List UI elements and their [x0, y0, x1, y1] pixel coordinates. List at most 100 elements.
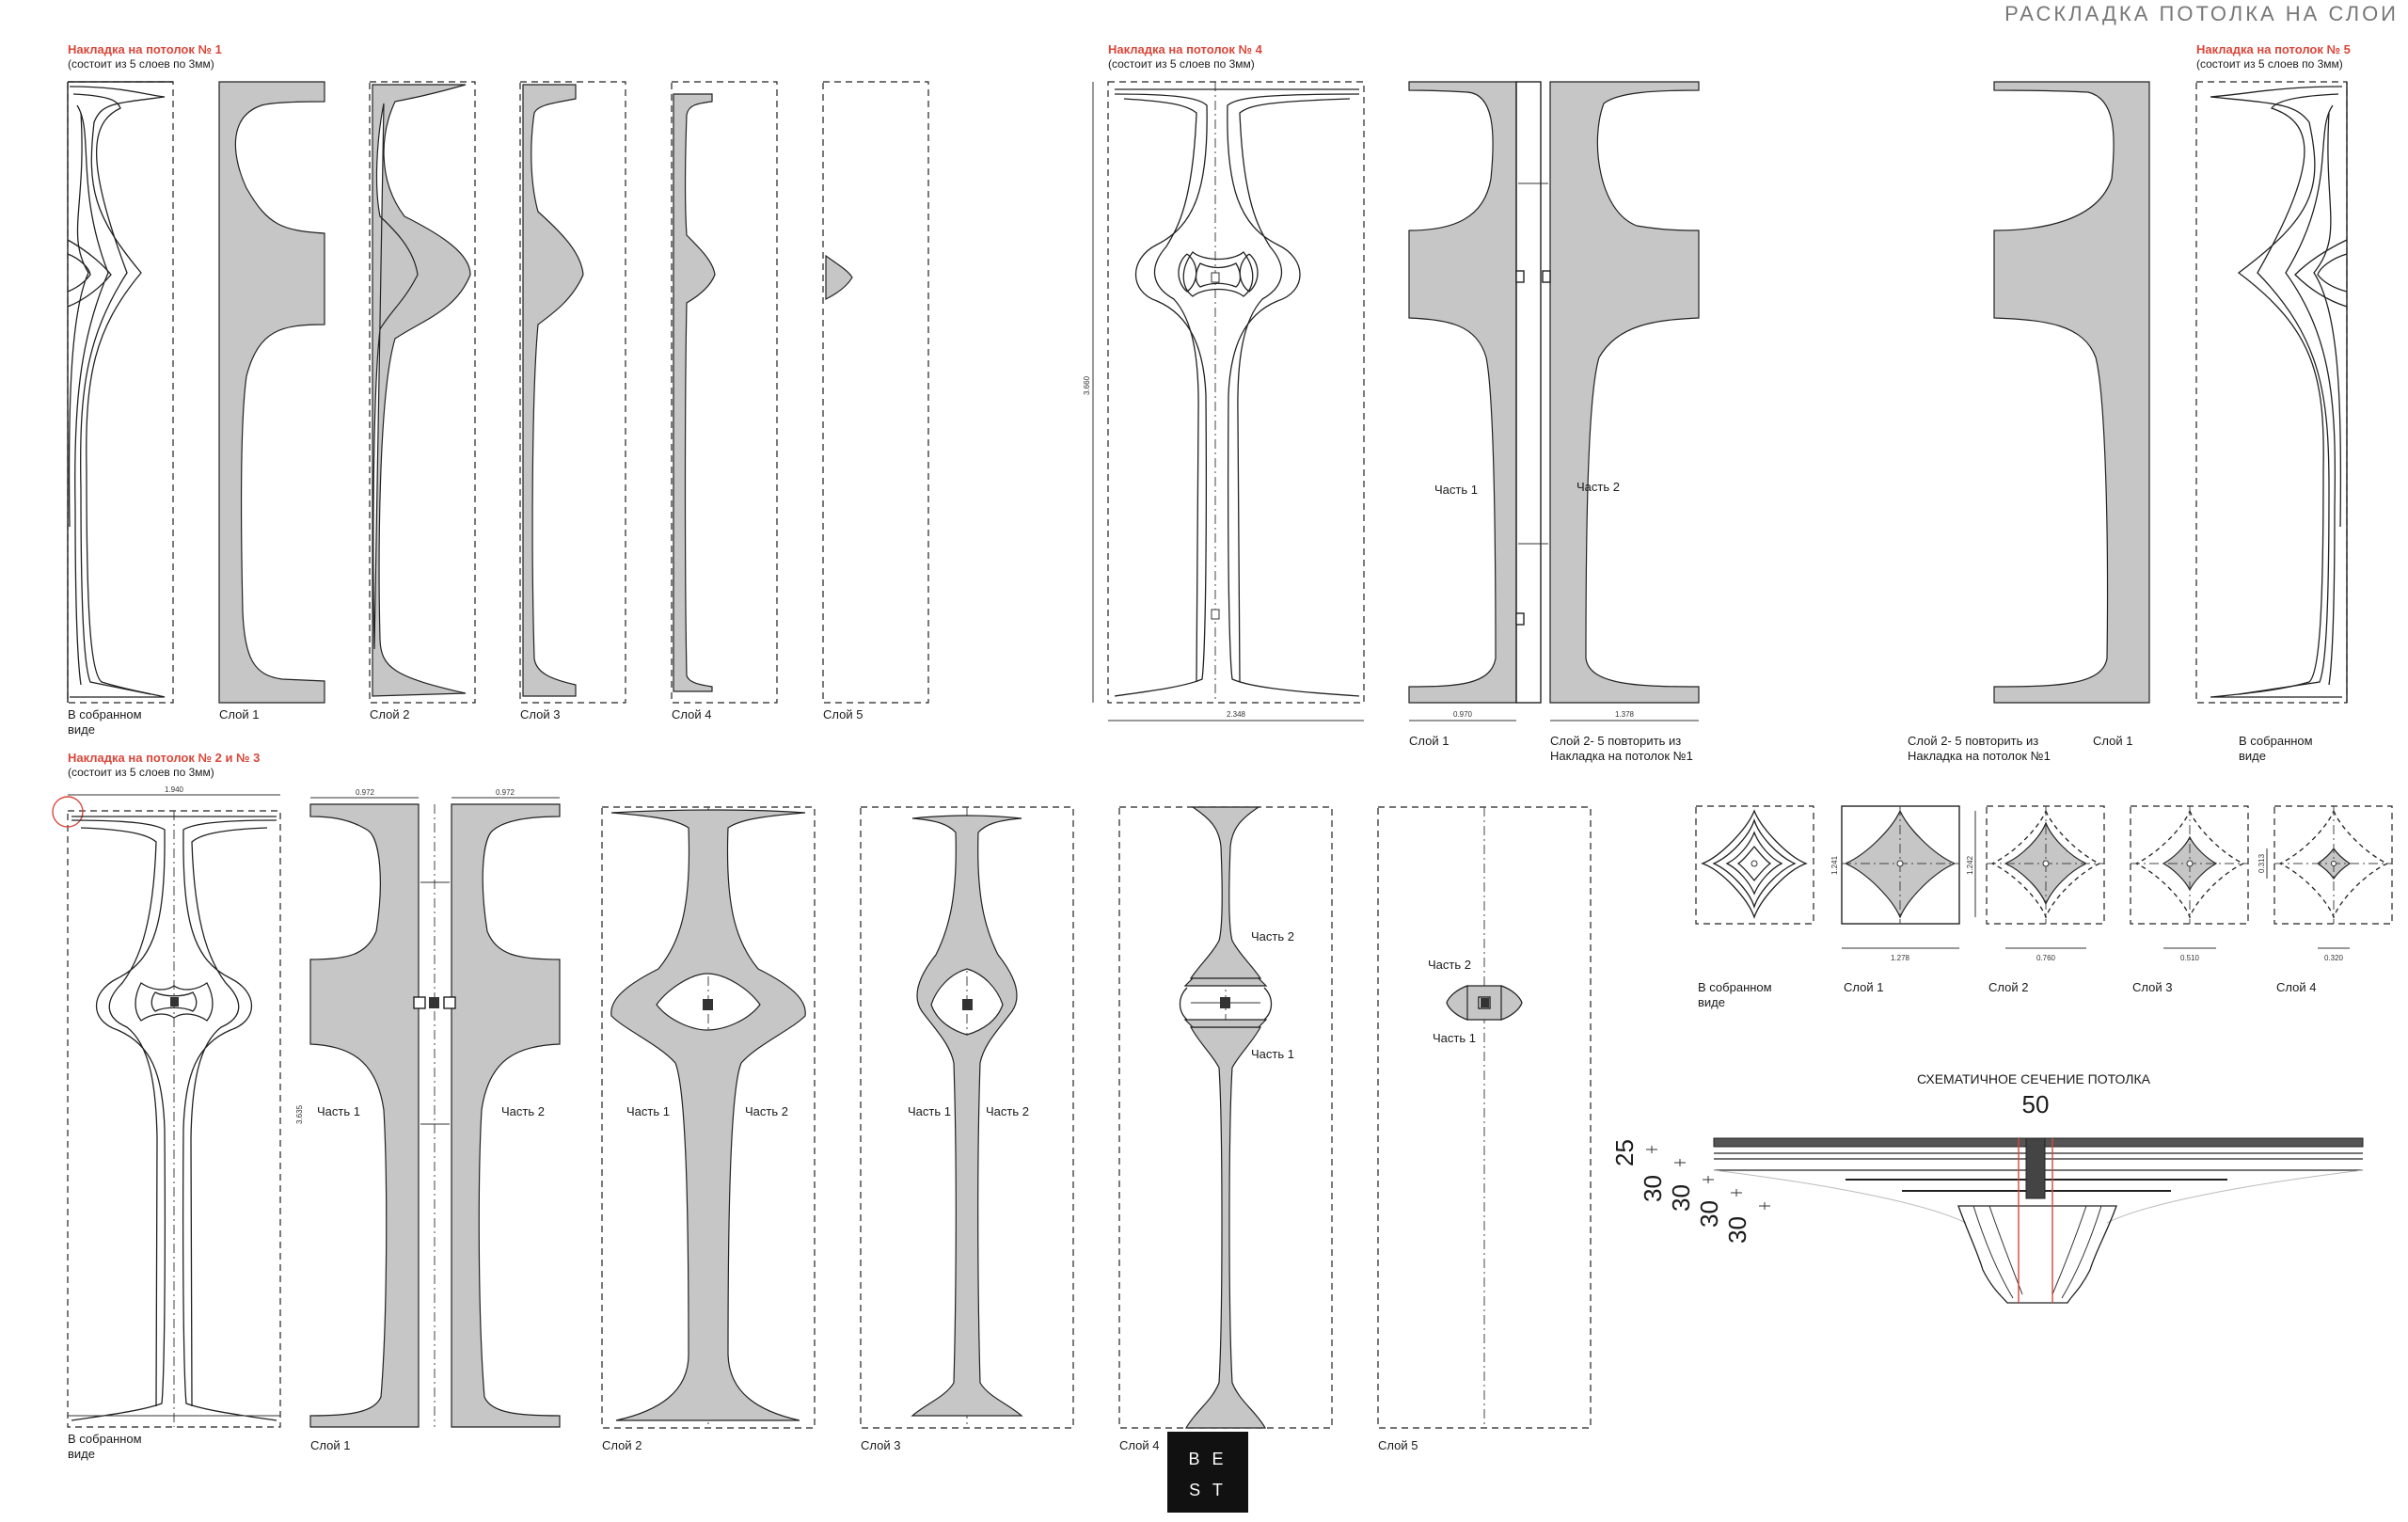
panel-4-layer-1: Часть 1 Часть 2 0.970 1.378	[1408, 81, 1700, 721]
panel-2-3-l2-part-2: Часть 2	[745, 1104, 788, 1118]
panel-4-part-1-dim: 0.970	[1453, 710, 1473, 719]
panel-1-assembled-label-1: В собранном	[68, 707, 142, 721]
panel-1-layer-4	[671, 81, 778, 704]
small-l4-h-dim: 0.313	[2258, 853, 2266, 873]
panel-2-3-layer-2: Часть 1 Часть 2	[601, 806, 816, 1429]
panel-4: Накладка на потолок № 4 (состоит из 5 сл…	[1083, 42, 1700, 763]
panel-5-repeat-note-1: Слой 2- 5 повторить из	[1908, 734, 2038, 748]
panel-2-3-part-1-dim: 0.972	[356, 788, 375, 797]
panel-2-3-l3-part-1: Часть 1	[908, 1104, 951, 1118]
panel-2-3-layer-3-label: Слой 3	[861, 1438, 900, 1452]
panel-1-layer-3	[519, 81, 626, 704]
small-layer-3: 0.510	[2130, 805, 2249, 962]
panel-4-subtitle: (состоит из 5 слоев по 3мм)	[1108, 57, 1255, 71]
logo-line-1: B E	[1188, 1450, 1227, 1468]
panel-1: Накладка на потолок № 1 (состоит из 5 сл…	[67, 42, 929, 737]
small-l1-h-dim: 1.241	[1830, 855, 1839, 875]
panel-2-3-assembled-label-1: В собранном	[68, 1432, 142, 1446]
panel-2-3-title: Накладка на потолок № 2 и № 3	[68, 751, 260, 765]
small-layer-1-label: Слой 1	[1844, 980, 1883, 994]
panel-1-layer-1-label: Слой 1	[219, 707, 259, 721]
section-layer-4-dim: 30	[1695, 1200, 1723, 1228]
panel-2-3-part-2-dim: 0.972	[496, 788, 515, 797]
panel-2-3-l3-part-2: Часть 2	[986, 1104, 1029, 1118]
small-l2-w-dim: 0.760	[2036, 954, 2056, 962]
panel-2-3-l2-part-1: Часть 1	[626, 1104, 670, 1118]
panel-1-layer-1	[218, 81, 325, 704]
panel-2-3-layer-2-label: Слой 2	[602, 1438, 642, 1452]
small-layer-4: 0.313 0.320	[2258, 805, 2393, 962]
best-logo: B E S T	[1167, 1432, 1248, 1513]
panel-1-assembled-view	[67, 81, 174, 704]
panel-5-title: Накладка на потолок № 5	[2196, 42, 2351, 56]
panel-2-3-layer-5: Часть 2 Часть 1	[1377, 806, 1592, 1429]
panel-2-3-layer-4: Часть 2 Часть 1	[1118, 806, 1333, 1429]
panel-2-3-layer-5-label: Слой 5	[1378, 1438, 1418, 1452]
section-layer-dims: 25 30 30 30 30	[1610, 1139, 1770, 1244]
panel-5-assembled-label-1: В собранном	[2239, 734, 2313, 748]
small-assembled-label-2: виде	[1698, 995, 1725, 1009]
panel-5-subtitle: (состоит из 5 слоев по 3мм)	[2196, 57, 2343, 71]
panel-1-subtitle: (состоит из 5 слоев по 3мм)	[68, 57, 214, 71]
panel-2-3: Накладка на потолок № 2 и № 3 (состоит и…	[52, 751, 1592, 1461]
small-panels: В собранном виде 1.241 1.278 Слой 1 1.24…	[1695, 805, 2393, 1009]
panel-4-assembled-view: 3.660 2.348	[1083, 81, 1365, 721]
panel-2-3-layer-4-label: Слой 4	[1119, 1438, 1159, 1452]
panel-2-3-l5-part-2: Часть 2	[1428, 958, 1471, 972]
panel-2-3-l1-part-1: Часть 1	[317, 1104, 360, 1118]
panel-2-3-l4-part-1: Часть 1	[1251, 1047, 1294, 1061]
panel-4-repeat-note-1: Слой 2- 5 повторить из	[1550, 734, 1681, 748]
panel-2-3-subtitle: (состоит из 5 слоев по 3мм)	[68, 766, 214, 779]
panel-4-part-2-label: Часть 2	[1576, 480, 1620, 494]
sheet-header: РАСКЛАДКА ПОТОЛКА НА СЛОИ	[2004, 2, 2399, 25]
panel-1-assembled-label-2: виде	[68, 722, 95, 737]
panel-2-3-assembled-label-2: виде	[68, 1447, 95, 1461]
panel-1-layer-4-label: Слой 4	[672, 707, 711, 721]
panel-4-title: Накладка на потолок № 4	[1108, 42, 1263, 56]
panel-5-assembled-label-2: виде	[2239, 749, 2266, 763]
panel-2-3-height-dim: 3.635	[295, 1104, 304, 1124]
panel-5: Накладка на потолок № 5 (состоит из 5 сл…	[1908, 42, 2351, 763]
panel-2-3-layer-1: 0.972 0.972 3.635 Часть 1 Часть 2	[295, 788, 561, 1428]
panel-5-assembled-view	[2195, 81, 2348, 704]
panel-4-part-2-dim: 1.378	[1615, 710, 1635, 719]
panel-2-3-l5-part-1: Часть 1	[1433, 1031, 1476, 1045]
panel-5-layer-1-label: Слой 1	[2093, 734, 2132, 748]
panel-1-layer-3-label: Слой 3	[520, 707, 560, 721]
small-layer-2-label: Слой 2	[1988, 980, 2028, 994]
small-assembled-view	[1695, 805, 1814, 925]
small-layer-3-label: Слой 3	[2132, 980, 2172, 994]
schematic-section: СХЕМАТИЧНОЕ СЕЧЕНИЕ ПОТОЛКА 50 25 30 30 …	[1610, 1071, 2364, 1304]
section-layer-2-dim: 30	[1639, 1175, 1667, 1202]
logo-line-2: S T	[1189, 1481, 1227, 1499]
panel-1-layer-2	[369, 81, 476, 704]
panel-1-layer-5	[822, 81, 929, 704]
small-layer-1: 1.241 1.278	[1830, 805, 1960, 962]
highlight-marker	[52, 796, 84, 828]
panel-1-layer-5-label: Слой 5	[823, 707, 863, 721]
panel-2-3-l1-part-2: Часть 2	[501, 1104, 545, 1118]
section-layer-1-dim: 25	[1610, 1139, 1639, 1166]
panel-5-layer-1	[1993, 81, 2150, 704]
small-layer-4-label: Слой 4	[2276, 980, 2316, 994]
panel-2-3-l4-part-2: Часть 2	[1251, 929, 1294, 943]
panel-2-3-layer-1-label: Слой 1	[310, 1438, 350, 1452]
panel-2-3-width-dim: 1.940	[165, 785, 184, 794]
panel-4-repeat-note-2: Накладка на потолок №1	[1550, 749, 1693, 763]
panel-4-width-dim: 2.348	[1227, 710, 1246, 719]
panel-2-3-assembled-view: 1.940	[52, 785, 281, 1428]
section-title: СХЕМАТИЧНОЕ СЕЧЕНИЕ ПОТОЛКА	[1917, 1071, 2151, 1086]
small-l1-w-dim: 1.278	[1891, 954, 1910, 962]
panel-4-layer-1-label: Слой 1	[1409, 734, 1449, 748]
small-l3-w-dim: 0.510	[2180, 954, 2200, 962]
panel-1-layer-2-label: Слой 2	[370, 707, 409, 721]
small-assembled-label-1: В собранном	[1698, 980, 1772, 994]
small-l2-h-dim: 1.242	[1966, 855, 1974, 875]
panel-1-title: Накладка на потолок № 1	[68, 42, 222, 56]
small-l4-w-dim: 0.320	[2324, 954, 2344, 962]
small-layer-2: 1.242 0.760	[1966, 805, 2105, 962]
panel-4-height-dim: 3.660	[1083, 375, 1091, 395]
panel-5-repeat-note-2: Накладка на потолок №1	[1908, 749, 2051, 763]
panel-2-3-layer-3: Часть 1 Часть 2	[860, 806, 1074, 1429]
